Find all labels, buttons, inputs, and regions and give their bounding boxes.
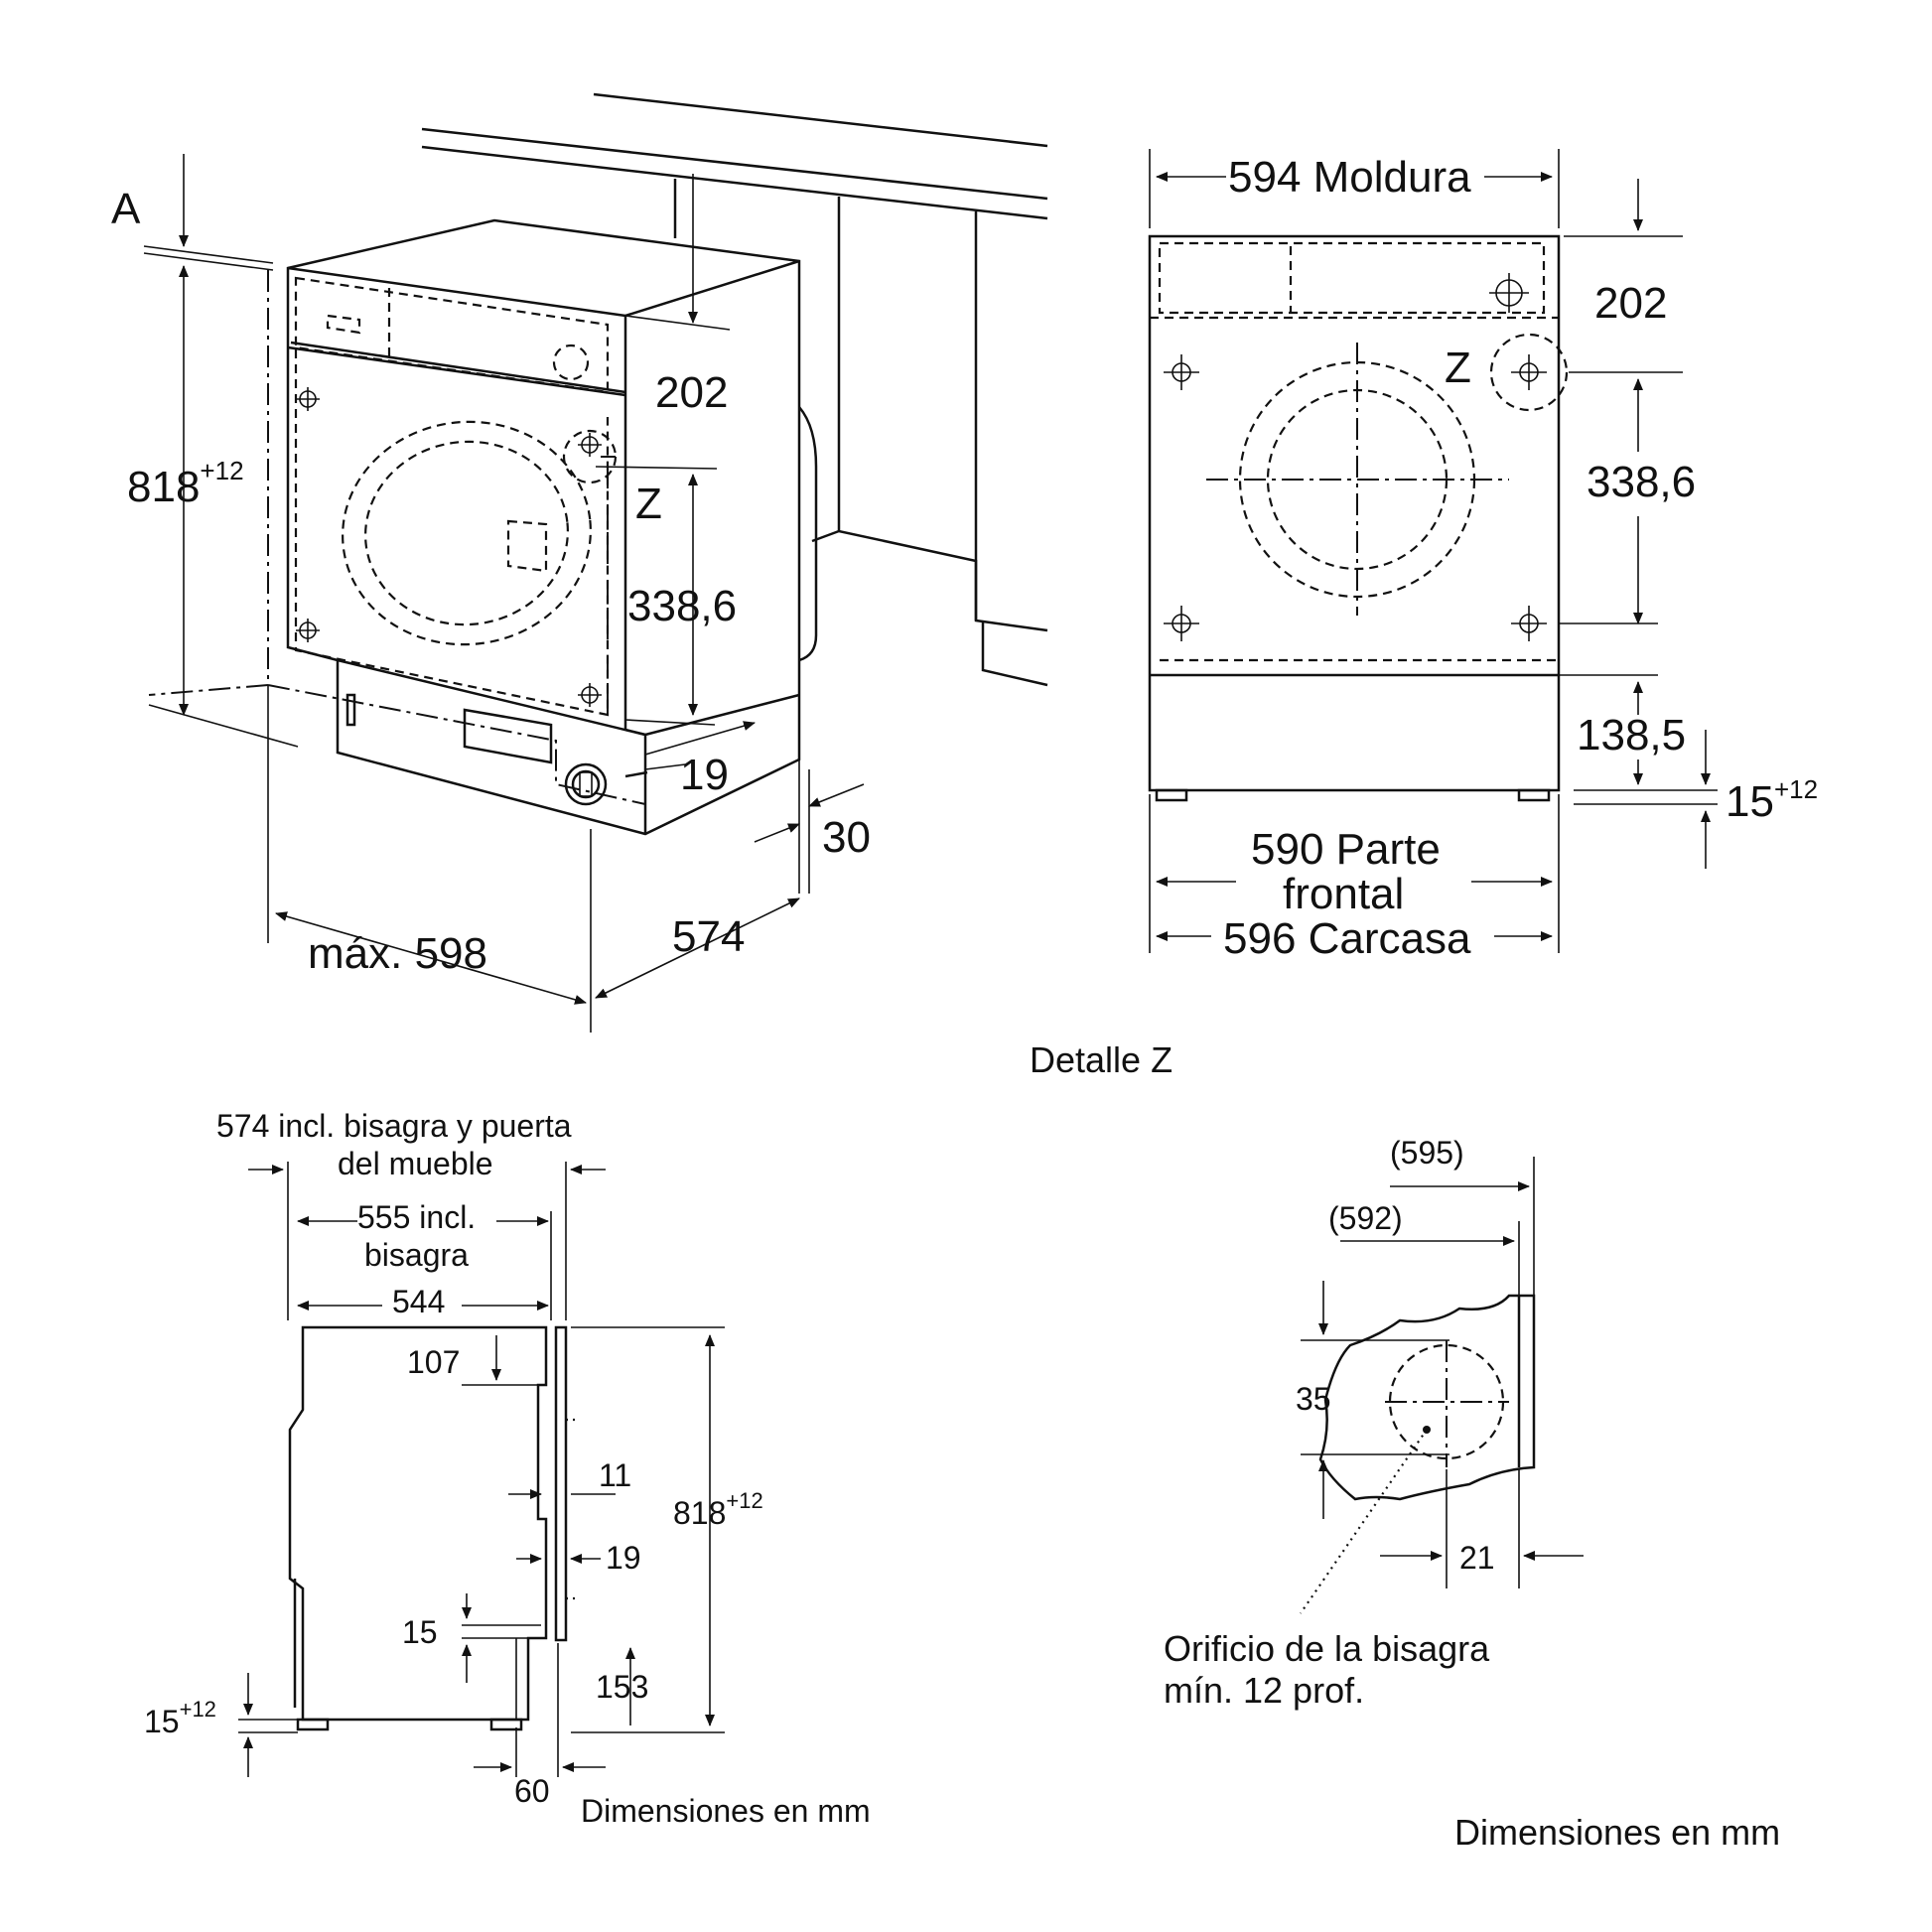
front-moldura: 594 Moldura — [1228, 153, 1471, 202]
front-label-z: Z — [1445, 344, 1471, 392]
front-dim-338: 338,6 — [1587, 458, 1696, 506]
side-dimensions — [238, 1162, 725, 1777]
side-units: Dimensiones en mm — [581, 1793, 871, 1829]
dim-max598: máx. 598 — [308, 929, 487, 978]
side-view: 574 incl. bisagra y puerta del mueble 55… — [144, 1108, 871, 1829]
dim-574: 574 — [672, 912, 745, 961]
side-19: 19 — [606, 1540, 641, 1576]
side-574-line1: 574 incl. bisagra y puerta — [216, 1108, 572, 1144]
side-11: 11 — [599, 1457, 631, 1493]
side-555-line1: 555 incl. — [357, 1199, 476, 1235]
machine-body — [286, 218, 818, 836]
front-dimensions — [1149, 149, 1718, 953]
detail-units: Dimensiones en mm — [1454, 1812, 1780, 1853]
side-574-line2: del mueble — [338, 1146, 493, 1181]
side-153: 153 — [596, 1669, 648, 1705]
dim-19: 19 — [680, 751, 729, 799]
cabinet-lines — [421, 92, 1048, 687]
detail-title: Detalle Z — [1030, 1039, 1173, 1080]
side-555-line2: bisagra — [364, 1237, 469, 1273]
detail-hole-line2: mín. 12 prof. — [1164, 1670, 1364, 1711]
label-z: Z — [635, 480, 662, 528]
front-dim-202: 202 — [1594, 279, 1667, 328]
dim-202: 202 — [655, 368, 728, 417]
front-dim-15: 15+12 — [1725, 774, 1818, 826]
side-544: 544 — [392, 1284, 445, 1319]
dim-338: 338,6 — [627, 582, 737, 630]
label-a: A — [111, 185, 141, 233]
side-15: 15 — [402, 1614, 438, 1650]
front-view: 594 Moldura 202 Z 338,6 138,5 15+12 590 … — [1148, 149, 1818, 963]
detail-592: (592) — [1328, 1200, 1403, 1236]
side-107: 107 — [407, 1344, 460, 1380]
detail-35: 35 — [1296, 1381, 1331, 1417]
detail-595: (595) — [1390, 1135, 1464, 1171]
perspective-dimensions — [143, 154, 865, 1033]
machine-dashed-features — [148, 270, 646, 805]
front-dim-138: 138,5 — [1577, 711, 1686, 759]
front-frontal-2: frontal — [1283, 870, 1404, 918]
front-frontal-1: 590 Parte — [1251, 825, 1441, 874]
detail-21: 21 — [1459, 1540, 1495, 1576]
side-height-818: 818+12 — [673, 1488, 763, 1531]
side-60: 60 — [514, 1773, 550, 1809]
perspective-view: A 818+12 202 Z 338,6 19 30 574 máx. 598 — [111, 92, 1048, 1033]
detail-dimensions — [1301, 1157, 1584, 1588]
front-hinge-markers — [1164, 273, 1547, 641]
side-foot-15: 15+12 — [144, 1697, 216, 1739]
height-818: 818+12 — [127, 456, 244, 511]
hinge-markers — [296, 387, 602, 707]
detail-z-view: (595) (592) 35 21 Orificio de la bisagra… — [1164, 1135, 1780, 1853]
front-carcasa: 596 Carcasa — [1223, 914, 1471, 963]
dim-30: 30 — [822, 813, 871, 862]
detail-hole-line1: Orificio de la bisagra — [1164, 1628, 1490, 1669]
